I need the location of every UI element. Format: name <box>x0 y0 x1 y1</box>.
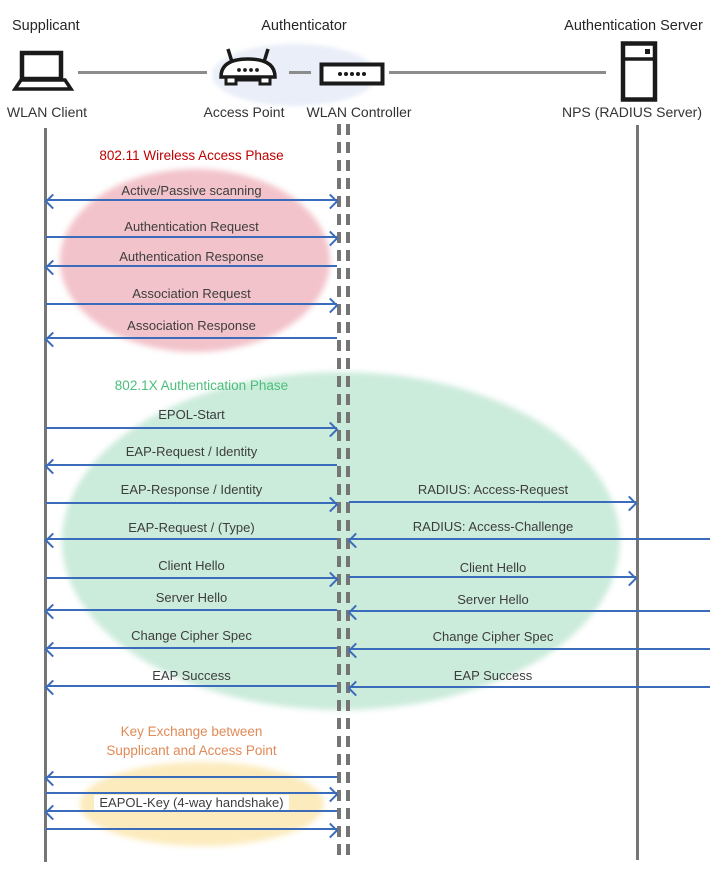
message-arrow <box>347 680 710 696</box>
message-label: EAP-Request / Identity <box>125 444 258 459</box>
message-label: EPOL-Start <box>158 407 225 422</box>
message-arrow <box>46 786 339 802</box>
lifeline-wlan-controller-left <box>337 124 341 857</box>
message-label: Change Cipher Spec <box>432 629 554 644</box>
lifeline-wlan-client <box>44 128 47 862</box>
message-arrow <box>44 603 337 619</box>
message-label: EAP-Request / (Type) <box>128 520 255 535</box>
message-arrow <box>347 532 710 548</box>
arrowhead-left <box>44 770 61 786</box>
role-authentication-server: Authentication Server <box>564 18 703 34</box>
connector-line <box>78 71 207 74</box>
phase1-title: 802.11 Wireless Access Phase <box>99 148 284 163</box>
message-arrow <box>44 193 339 209</box>
connector-line <box>289 71 311 74</box>
message-label: EAP Success <box>152 668 231 683</box>
message-arrow <box>44 532 337 548</box>
phase3-title: Key Exchange between Supplicant and Acce… <box>46 722 337 760</box>
message-arrow <box>46 297 339 313</box>
message-arrow <box>46 822 339 838</box>
message-label: Authentication Response <box>119 249 264 264</box>
message-label: Client Hello <box>459 560 527 575</box>
message-label-text: EAPOL-Key (4-way handshake) <box>94 795 289 810</box>
message-label: RADIUS: Access-Request <box>417 482 569 497</box>
phase2-title: 802.1X Authentication Phase <box>114 378 289 393</box>
role-supplicant: Supplicant <box>12 18 80 34</box>
arrowhead-right <box>322 822 339 838</box>
message-arrow <box>44 679 337 695</box>
message-label: Change Cipher Spec <box>131 628 252 643</box>
node-label-nps: NPS (RADIUS Server) <box>561 104 703 120</box>
access-point-icon <box>219 48 277 86</box>
node-label-wlan-client: WLAN Client <box>6 104 88 120</box>
role-authenticator: Authenticator <box>261 18 347 34</box>
node-label-wlan-controller: WLAN Controller <box>306 104 412 120</box>
message-label: Active/Passive scanning <box>121 183 262 198</box>
message-arrow <box>44 804 337 820</box>
message-arrow <box>347 604 710 620</box>
connector-line <box>389 71 606 74</box>
message-arrow <box>44 641 337 657</box>
message-arrow <box>46 496 339 512</box>
lifeline-nps <box>636 125 639 860</box>
message-label: Association Response <box>127 318 256 333</box>
message-label: Authentication Request <box>124 219 259 234</box>
arrowhead-left <box>44 458 61 474</box>
message-arrow <box>349 570 638 586</box>
message-label: Client Hello <box>158 558 225 573</box>
message-arrow <box>46 571 339 587</box>
message-label: Association Request <box>132 286 251 301</box>
message-arrow <box>347 642 710 658</box>
message-label: EAP Success <box>453 668 533 683</box>
phase3-title-line1: Key Exchange between <box>120 724 263 739</box>
message-arrow <box>349 495 638 511</box>
message-arrow <box>44 770 337 786</box>
message-label: Server Hello <box>457 592 529 607</box>
wlan-controller-icon <box>319 62 385 86</box>
message-arrow <box>46 421 339 437</box>
server-icon <box>620 41 658 102</box>
phase3-title-line2: Supplicant and Access Point <box>106 743 277 758</box>
message-arrow <box>46 230 339 246</box>
node-label-access-point: Access Point <box>203 104 285 120</box>
message-label: RADIUS: Access-Challenge <box>412 519 574 534</box>
message-label: EAP-Response / Identity <box>120 482 263 497</box>
message-label: EAPOL-Key (4-way handshake) <box>46 795 337 811</box>
message-arrow <box>44 259 337 275</box>
message-label: Server Hello <box>155 590 228 605</box>
message-arrow <box>44 331 337 347</box>
message-arrow <box>44 458 337 474</box>
lifeline-wlan-controller-right <box>346 124 350 857</box>
laptop-icon <box>12 50 74 91</box>
